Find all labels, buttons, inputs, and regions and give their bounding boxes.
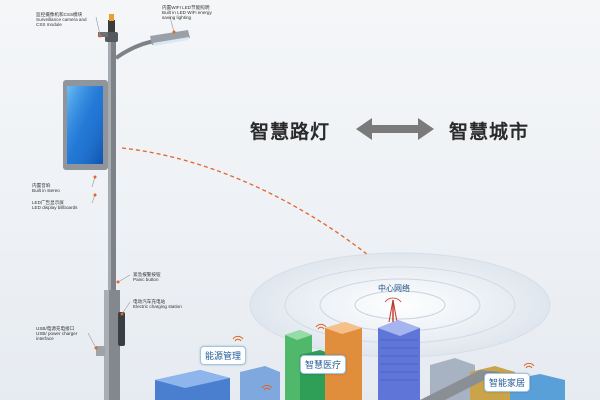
label-camera-cn: 监控摄像机和CSS模块 <box>36 12 83 17</box>
label-charging-en: Electric charging station <box>133 304 182 310</box>
label-charging-cn: 电动汽车充电站 <box>133 299 166 304</box>
label-panic-cn: 紧急报警按钮 <box>133 272 161 277</box>
label-stereo-en: Built in stereo <box>32 188 60 194</box>
double-arrow <box>356 118 434 140</box>
central-network-tower <box>384 297 402 323</box>
bubble-energy-management: 能源管理 <box>200 346 247 365</box>
title-smart-city: 智慧城市 <box>449 121 530 143</box>
label-led-cn: 内置WIFI LED节能照明 <box>162 5 210 10</box>
label-billboard-en: LED display billboards <box>32 205 78 211</box>
label-usb-cn: USB/电源充电接口 <box>36 326 75 331</box>
label-camera: 监控摄像机和CSS模块 Surveillance camera and CSS … <box>36 12 87 28</box>
label-panic: 紧急报警按钮 Panic button <box>133 272 161 282</box>
label-stereo: 内置音响 Built in stereo <box>32 183 60 193</box>
label-camera-en1: Surveillance camera and <box>36 17 87 23</box>
wifi-icon <box>315 323 327 330</box>
label-usb: USB/电源充电接口 USB/ power charger interface <box>36 326 77 342</box>
led-billboard <box>63 80 108 170</box>
label-led-en2: saving lighting <box>162 15 192 21</box>
label-usb-en1: USB/ power charger <box>36 331 78 337</box>
label-camera-en2: CSS module <box>36 22 62 28</box>
wifi-icon <box>523 362 535 369</box>
leader-dot <box>120 312 124 316</box>
title-smart-streetlight: 智慧路灯 <box>250 121 331 143</box>
leader-dot <box>172 30 176 34</box>
label-panic-en: Panic button <box>133 277 159 283</box>
label-led-en1: Built in LED WiFi energy <box>162 10 212 16</box>
label-usb-en2: interface <box>36 336 54 342</box>
leader-dot <box>93 193 97 197</box>
bubble-smart-medical: 智慧医疗 <box>300 355 347 374</box>
label-charging: 电动汽车充电站 Electric charging station <box>133 299 182 309</box>
label-billboard: LED广告显示屏 LED display billboards <box>32 200 77 210</box>
leader-dot <box>98 34 102 38</box>
leader-dot <box>116 280 120 284</box>
wifi-icon <box>232 335 244 342</box>
wifi-icon <box>261 384 273 391</box>
bubble-smart-home: 智能家居 <box>484 373 531 392</box>
city-buildings <box>155 320 565 400</box>
label-center-network: 中心网络 <box>378 284 410 293</box>
leader-dot <box>93 175 97 179</box>
label-billboard-cn: LED广告显示屏 <box>32 200 64 205</box>
street-lamp-pole <box>96 14 190 400</box>
label-led-lighting: 内置WIFI LED节能照明 Built in LED WiFi energy … <box>162 5 212 21</box>
leader-dot <box>94 346 98 350</box>
label-stereo-cn: 内置音响 <box>32 183 51 188</box>
connection-curve <box>121 147 393 276</box>
